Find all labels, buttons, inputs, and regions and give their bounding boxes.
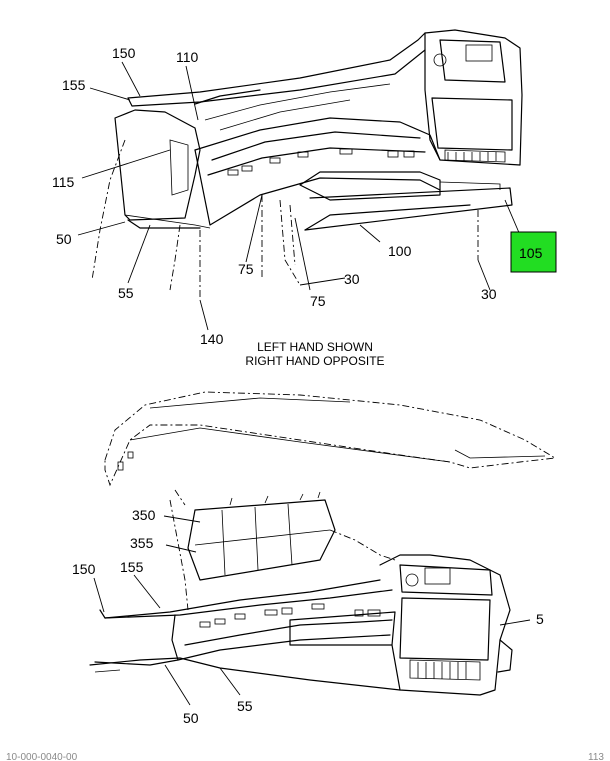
- callout-30a-top: 30: [344, 271, 360, 287]
- top-leader-lines: [77, 61, 521, 331]
- orientation-note: LEFT HAND SHOWN RIGHT HAND OPPOSITE: [245, 340, 384, 368]
- callout-355-bottom: 355: [130, 535, 154, 551]
- page-footer: 10-000-0040-00 113: [6, 752, 604, 761]
- callout-50-bottom: 50: [183, 710, 199, 726]
- callout-115-top: 115: [52, 174, 75, 190]
- footer-right: 113: [588, 752, 604, 761]
- bottom-exploded-assembly: [89, 391, 557, 696]
- callout-150-bottom: 150: [72, 561, 96, 577]
- callout-150-top: 150: [112, 45, 136, 61]
- bottom-leader-lines: [93, 515, 531, 706]
- footer-left: 10-000-0040-00: [6, 752, 78, 761]
- note-line-1: LEFT HAND SHOWN: [257, 340, 373, 354]
- callout-5-bottom: 5: [536, 611, 544, 627]
- bottom-callouts: 350 355 150 155 5 50 55: [72, 507, 544, 726]
- top-bumper-assembly: [91, 29, 523, 300]
- callout-140-top: 140: [200, 331, 224, 347]
- note-line-2: RIGHT HAND OPPOSITE: [245, 354, 384, 368]
- top-callouts: 150 155 110 115 50 55 75 75 140 30 100 3…: [52, 45, 557, 347]
- callout-105-highlight: [510, 231, 557, 273]
- callout-55-bottom: 55: [237, 698, 253, 714]
- callout-100-top: 100: [388, 243, 412, 259]
- callout-75a-top: 75: [238, 261, 254, 277]
- callout-110-top: 110: [176, 49, 199, 65]
- callout-75b-top: 75: [310, 293, 326, 309]
- callout-350-bottom: 350: [132, 507, 156, 523]
- callout-105-top: 105: [519, 245, 543, 261]
- callout-30b-top: 30: [481, 286, 497, 302]
- callout-155-top: 155: [62, 77, 86, 93]
- callout-155-bottom: 155: [120, 559, 144, 575]
- callout-55-top: 55: [118, 285, 134, 301]
- callout-50-top: 50: [56, 231, 72, 247]
